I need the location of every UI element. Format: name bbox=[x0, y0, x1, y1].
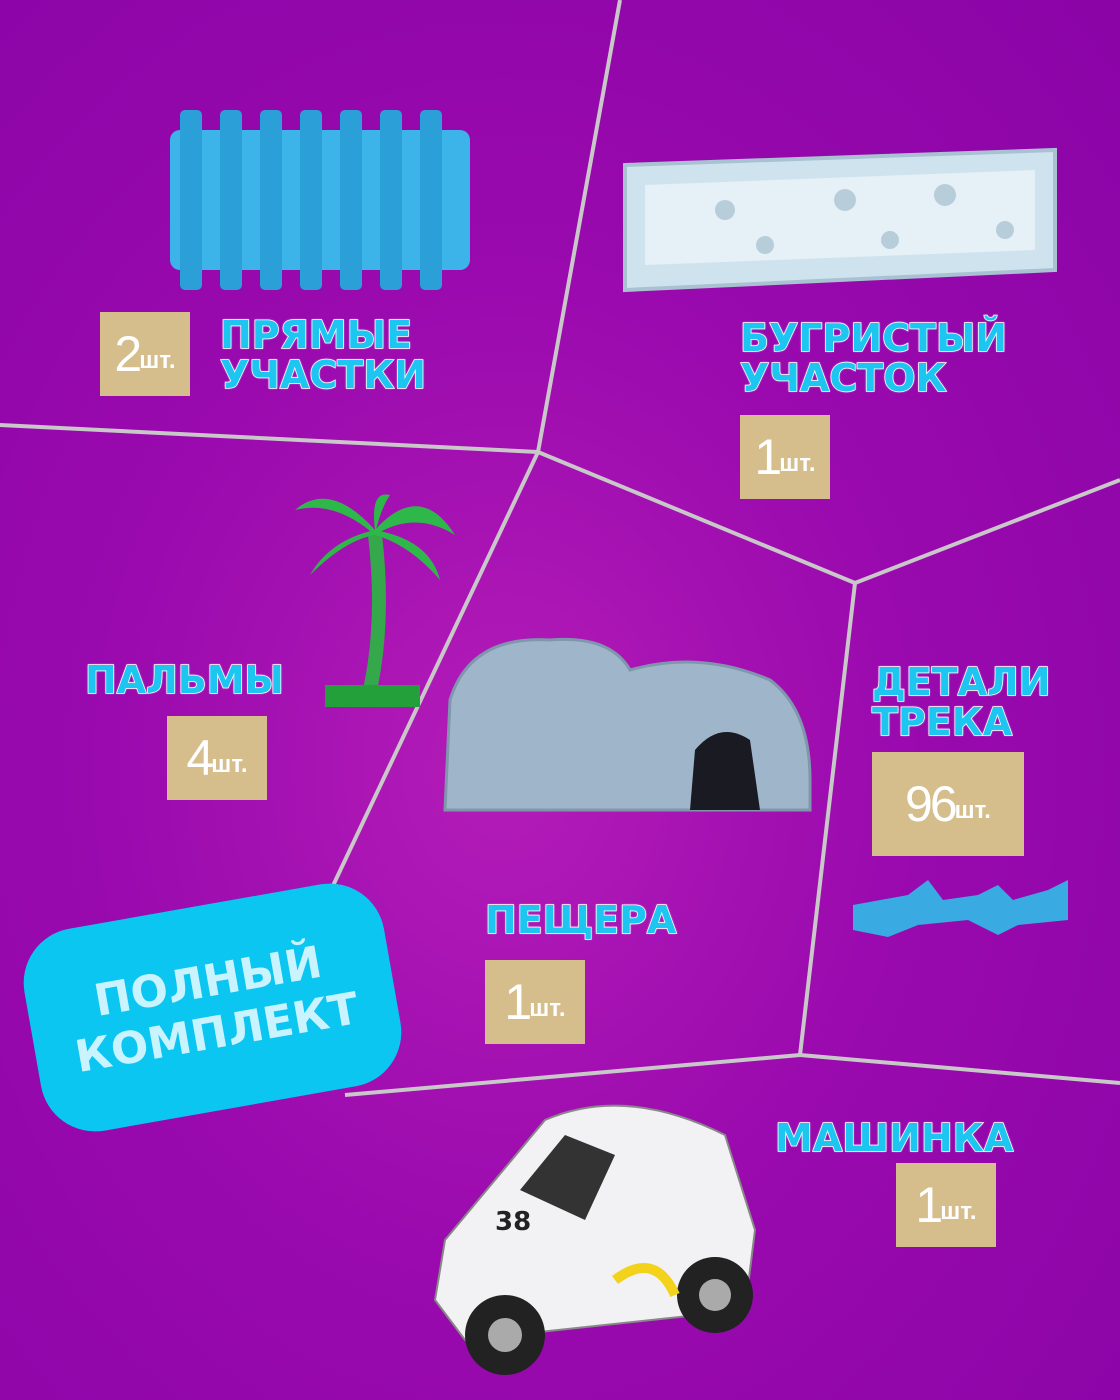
count-unit: шт. bbox=[211, 751, 248, 778]
title-line: ПРЯМЫЕ bbox=[219, 313, 413, 357]
cave-tunnel-image bbox=[443, 637, 812, 812]
title-palms: ПАЛЬМЫ bbox=[84, 658, 284, 702]
count-value: 96 bbox=[905, 776, 958, 832]
palm-tree-image bbox=[295, 494, 455, 707]
count-unit: шт. bbox=[529, 995, 566, 1022]
title-car: МАШИНКА bbox=[774, 1116, 1014, 1160]
toy-car-image: 38 bbox=[433, 1104, 757, 1375]
straight-track-image bbox=[170, 110, 470, 290]
count-unit: шт. bbox=[139, 347, 176, 374]
car-number: 38 bbox=[495, 1207, 531, 1237]
title-line: ТРЕКА bbox=[871, 700, 1013, 744]
count-value: 4 bbox=[186, 730, 214, 786]
title-line: МАШИНКА bbox=[774, 1116, 1014, 1160]
count-unit: шт. bbox=[954, 797, 991, 824]
title-line: УЧАСТОК bbox=[739, 356, 947, 400]
title-line: ПЕЩЕРА bbox=[484, 898, 677, 942]
title-line: УЧАСТКИ bbox=[219, 353, 427, 397]
count-value: 1 bbox=[504, 974, 532, 1030]
track-piece-image bbox=[853, 880, 1068, 937]
count-unit: шт. bbox=[779, 450, 816, 477]
count-value: 2 bbox=[114, 326, 142, 382]
title-line: БУГРИСТЫЙ bbox=[739, 316, 1008, 360]
title-cave: ПЕЩЕРА bbox=[484, 898, 677, 942]
title-line: ДЕТАЛИ bbox=[871, 660, 1051, 704]
title-line: ПАЛЬМЫ bbox=[84, 658, 284, 702]
count-value: 1 bbox=[754, 429, 782, 485]
count-value: 1 bbox=[915, 1177, 943, 1233]
bumpy-track-image bbox=[623, 147, 1057, 293]
count-unit: шт. bbox=[940, 1198, 977, 1225]
